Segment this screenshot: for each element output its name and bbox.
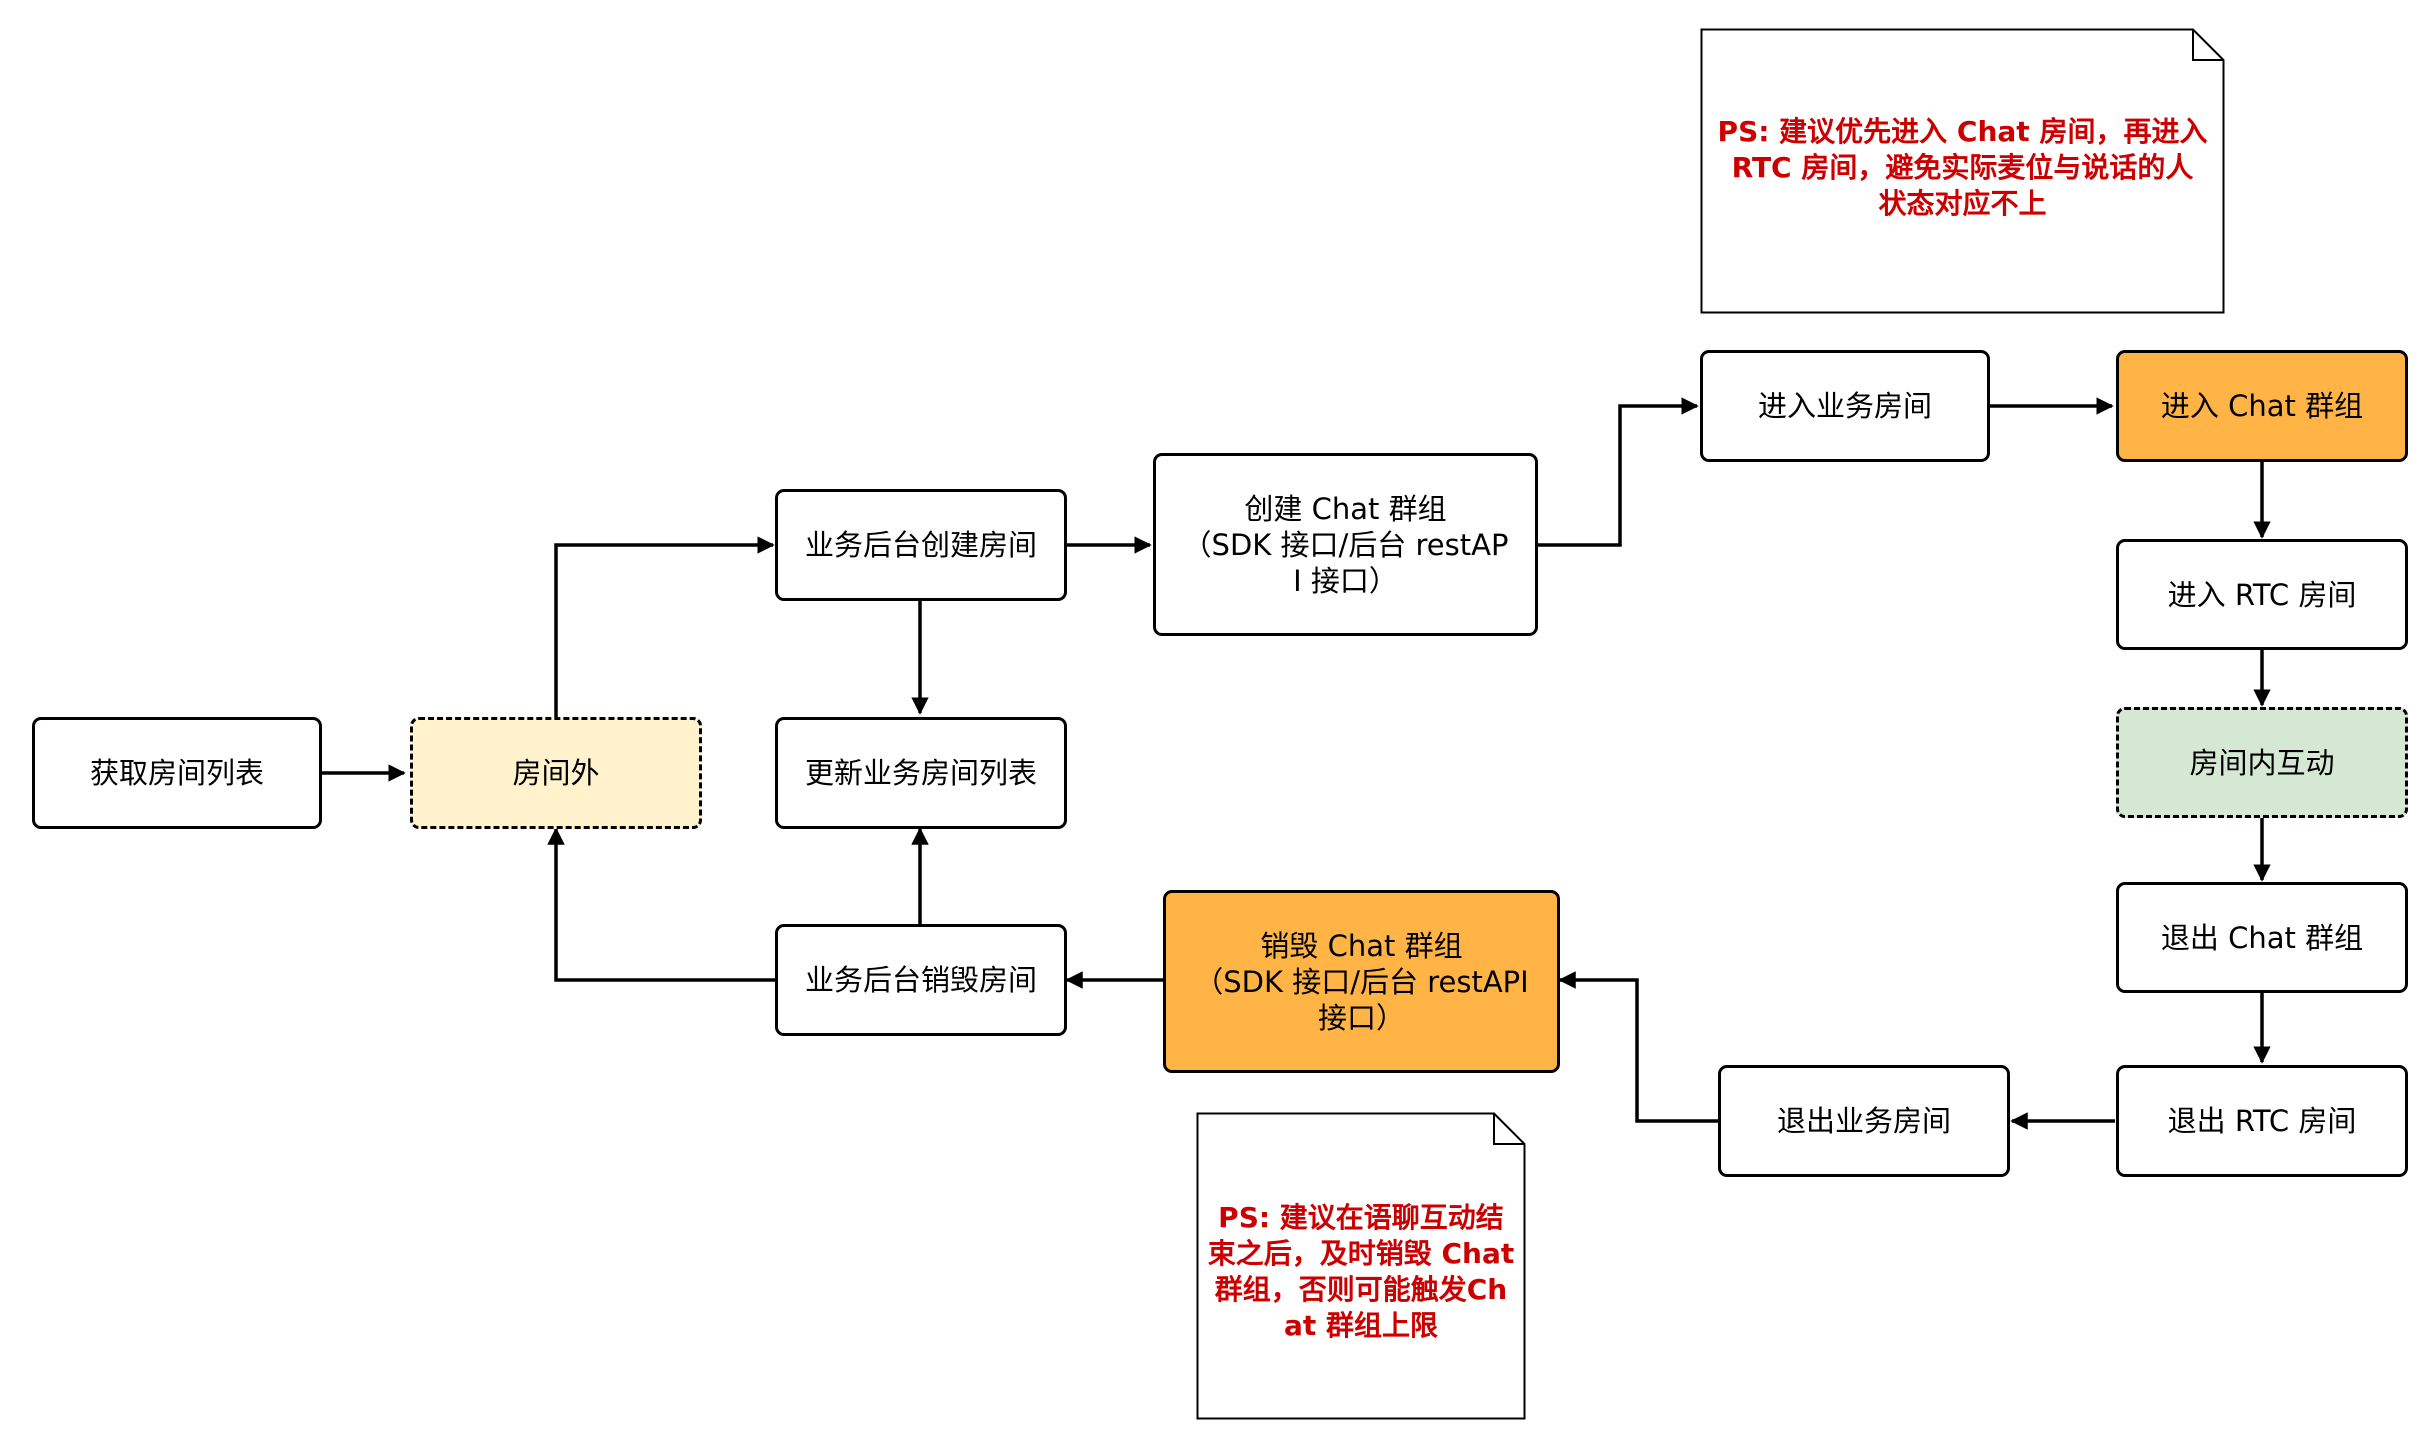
note-shape bbox=[1196, 1112, 1526, 1420]
edge-destroy-room-to-outside bbox=[547, 827, 775, 982]
edge-exit-business-to-destroy-chat bbox=[1558, 971, 1718, 1123]
bottom-note-text: PS: 建议在语聊互动结 束之后，及时销毁 Chat 群组，否则可能触发Ch a… bbox=[1207, 1201, 1515, 1342]
edge-chatgroup-to-enter-business bbox=[1538, 397, 1699, 547]
enter-business-room-node: 进入业务房间 bbox=[1700, 350, 1990, 462]
enter-rtc-room-node: 进入 RTC 房间 bbox=[2116, 539, 2408, 650]
destroy-chat-group-node: 销毁 Chat 群组 （SDK 接口/后台 restAPI 接口） bbox=[1163, 890, 1560, 1073]
update-room-list-node: 更新业务房间列表 bbox=[775, 717, 1067, 829]
note-shape bbox=[1700, 28, 2225, 314]
exit-rtc-room-node: 退出 RTC 房间 bbox=[2116, 1065, 2408, 1177]
backend-create-room-node: 业务后台创建房间 bbox=[775, 489, 1067, 601]
exit-chat-group-node: 退出 Chat 群组 bbox=[2116, 882, 2408, 993]
enter-chat-group-node: 进入 Chat 群组 bbox=[2116, 350, 2408, 462]
create-chat-group-node: 创建 Chat 群组 （SDK 接口/后台 restAP I 接口） bbox=[1153, 453, 1538, 636]
exit-business-room-node: 退出业务房间 bbox=[1718, 1065, 2010, 1177]
get-room-list-node: 获取房间列表 bbox=[32, 717, 322, 829]
backend-destroy-room-node: 业务后台销毁房间 bbox=[775, 924, 1067, 1036]
outside-room-node: 房间外 bbox=[410, 717, 702, 829]
top-note: PS: 建议优先进入 Chat 房间，再进入 RTC 房间，避免实际麦位与说话的… bbox=[1700, 28, 2225, 314]
bottom-note: PS: 建议在语聊互动结 束之后，及时销毁 Chat 群组，否则可能触发Ch a… bbox=[1196, 1112, 1526, 1420]
in-room-interaction-node: 房间内互动 bbox=[2116, 707, 2408, 818]
top-note-text: PS: 建议优先进入 Chat 房间，再进入 RTC 房间，避免实际麦位与说话的… bbox=[1717, 115, 2208, 220]
edge-outside-to-create bbox=[554, 536, 775, 718]
